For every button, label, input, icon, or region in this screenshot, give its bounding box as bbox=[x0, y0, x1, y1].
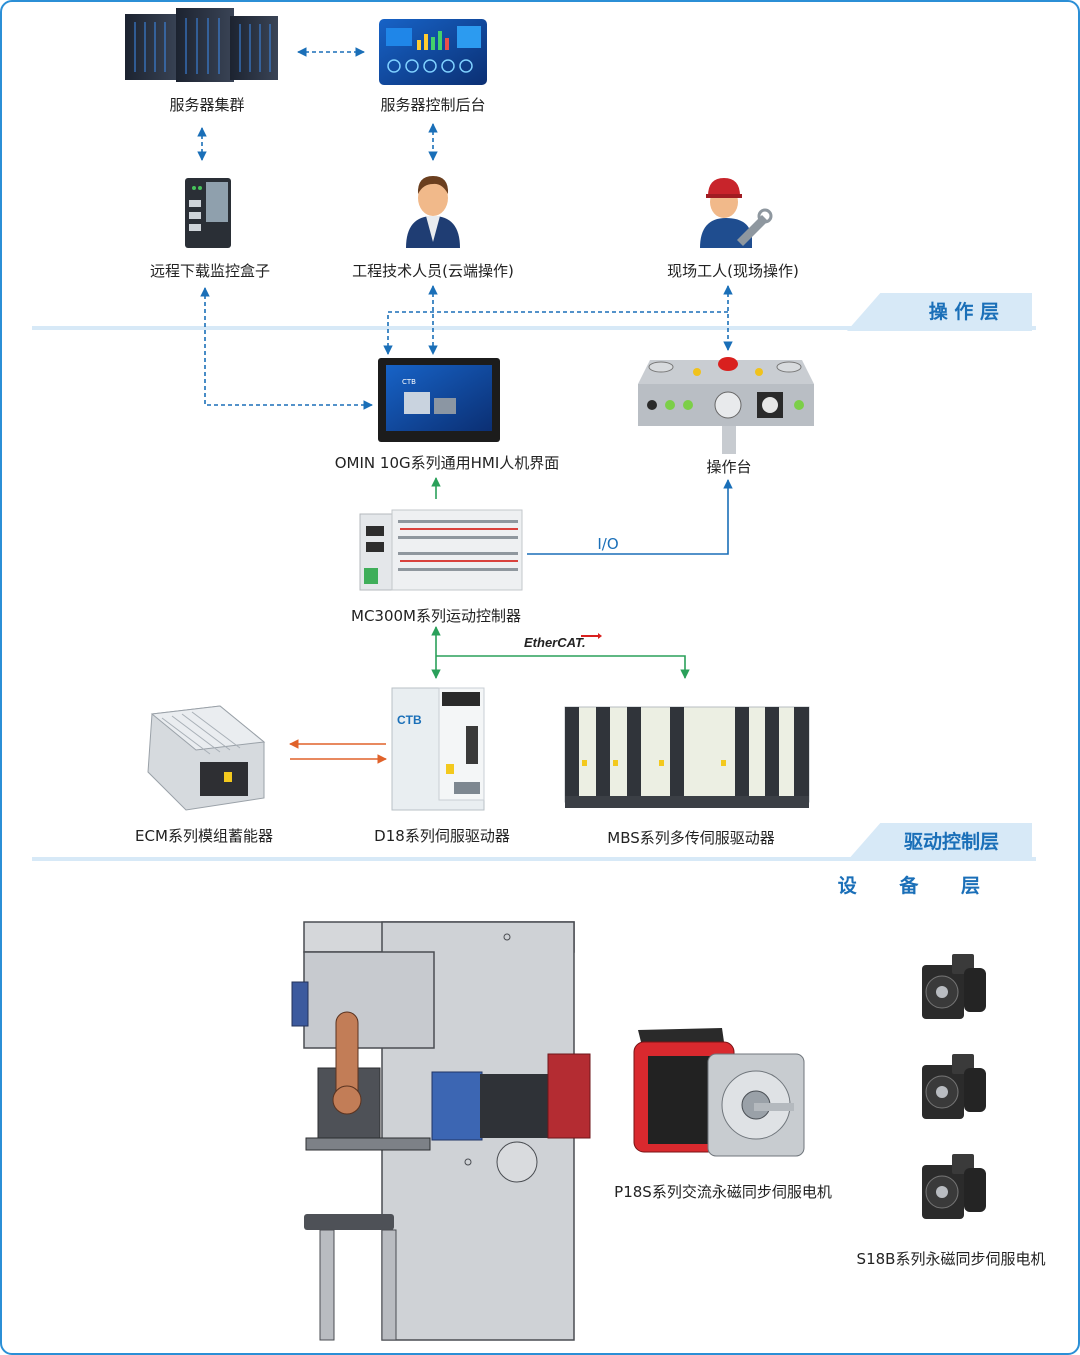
drive-layer-tag: 驱动控制层 bbox=[847, 823, 1032, 861]
orange-links bbox=[289, 739, 387, 764]
hmi-label: OMIN 10G系列通用HMI人机界面 bbox=[334, 454, 560, 472]
ecm-icon bbox=[147, 705, 266, 811]
io-label: I/O bbox=[597, 535, 619, 553]
p18s-motor-icon bbox=[633, 1028, 805, 1157]
press-machine-drawing bbox=[291, 921, 591, 1341]
dashed-links bbox=[197, 47, 733, 410]
ecm-label: ECM系列模组蓄能器 bbox=[135, 827, 273, 845]
motion-controller-icon bbox=[359, 509, 523, 591]
s18b-motor-icon-1 bbox=[922, 954, 986, 1019]
d18-ctb-logo: CTB bbox=[397, 713, 422, 727]
server-cluster-label: 服务器集群 bbox=[169, 96, 245, 114]
svg-text:EtherCAT.: EtherCAT. bbox=[524, 635, 586, 650]
operating-console-icon bbox=[638, 357, 814, 454]
engineer-icon bbox=[406, 176, 460, 248]
remote-box-icon bbox=[185, 178, 231, 248]
hmi-ctb-logo: CTB bbox=[402, 378, 416, 386]
s18b-motor-icon-3 bbox=[922, 1154, 986, 1219]
device-layer-label: 设 备 层 bbox=[837, 875, 998, 897]
s18b-motor-icon-2 bbox=[922, 1054, 986, 1119]
server-console-label: 服务器控制后台 bbox=[380, 96, 486, 114]
operation-layer-bar bbox=[32, 326, 1036, 330]
hmi-icon: CTB bbox=[378, 358, 500, 442]
green-links bbox=[431, 477, 690, 679]
p18s-label: P18S系列交流永磁同步伺服电机 bbox=[614, 1183, 832, 1201]
field-worker-label: 现场工人(现场操作) bbox=[667, 262, 799, 280]
engineer-label: 工程技术人员(云端操作) bbox=[352, 262, 514, 280]
mbs-label: MBS系列多传伺服驱动器 bbox=[607, 829, 775, 847]
dashboard-icon bbox=[379, 19, 487, 85]
field-worker-icon bbox=[700, 178, 773, 248]
io-link bbox=[527, 479, 733, 555]
server-cluster-icon bbox=[125, 8, 278, 82]
remote-box-label: 远程下载监控盒子 bbox=[149, 262, 271, 280]
drive-layer-bar bbox=[32, 857, 1036, 861]
ethercat-logo: EtherCAT. bbox=[524, 633, 602, 650]
d18-label: D18系列伺服驱动器 bbox=[374, 827, 510, 845]
d18-drive-icon: CTB bbox=[391, 687, 485, 811]
mbs-drive-icon bbox=[564, 706, 810, 808]
motion-controller-label: MC300M系列运动控制器 bbox=[351, 607, 521, 625]
operation-layer-tag: 操 作 层 bbox=[847, 293, 1032, 331]
s18b-label: S18B系列永磁同步伺服电机 bbox=[856, 1250, 1046, 1268]
console-label: 操作台 bbox=[706, 458, 752, 476]
